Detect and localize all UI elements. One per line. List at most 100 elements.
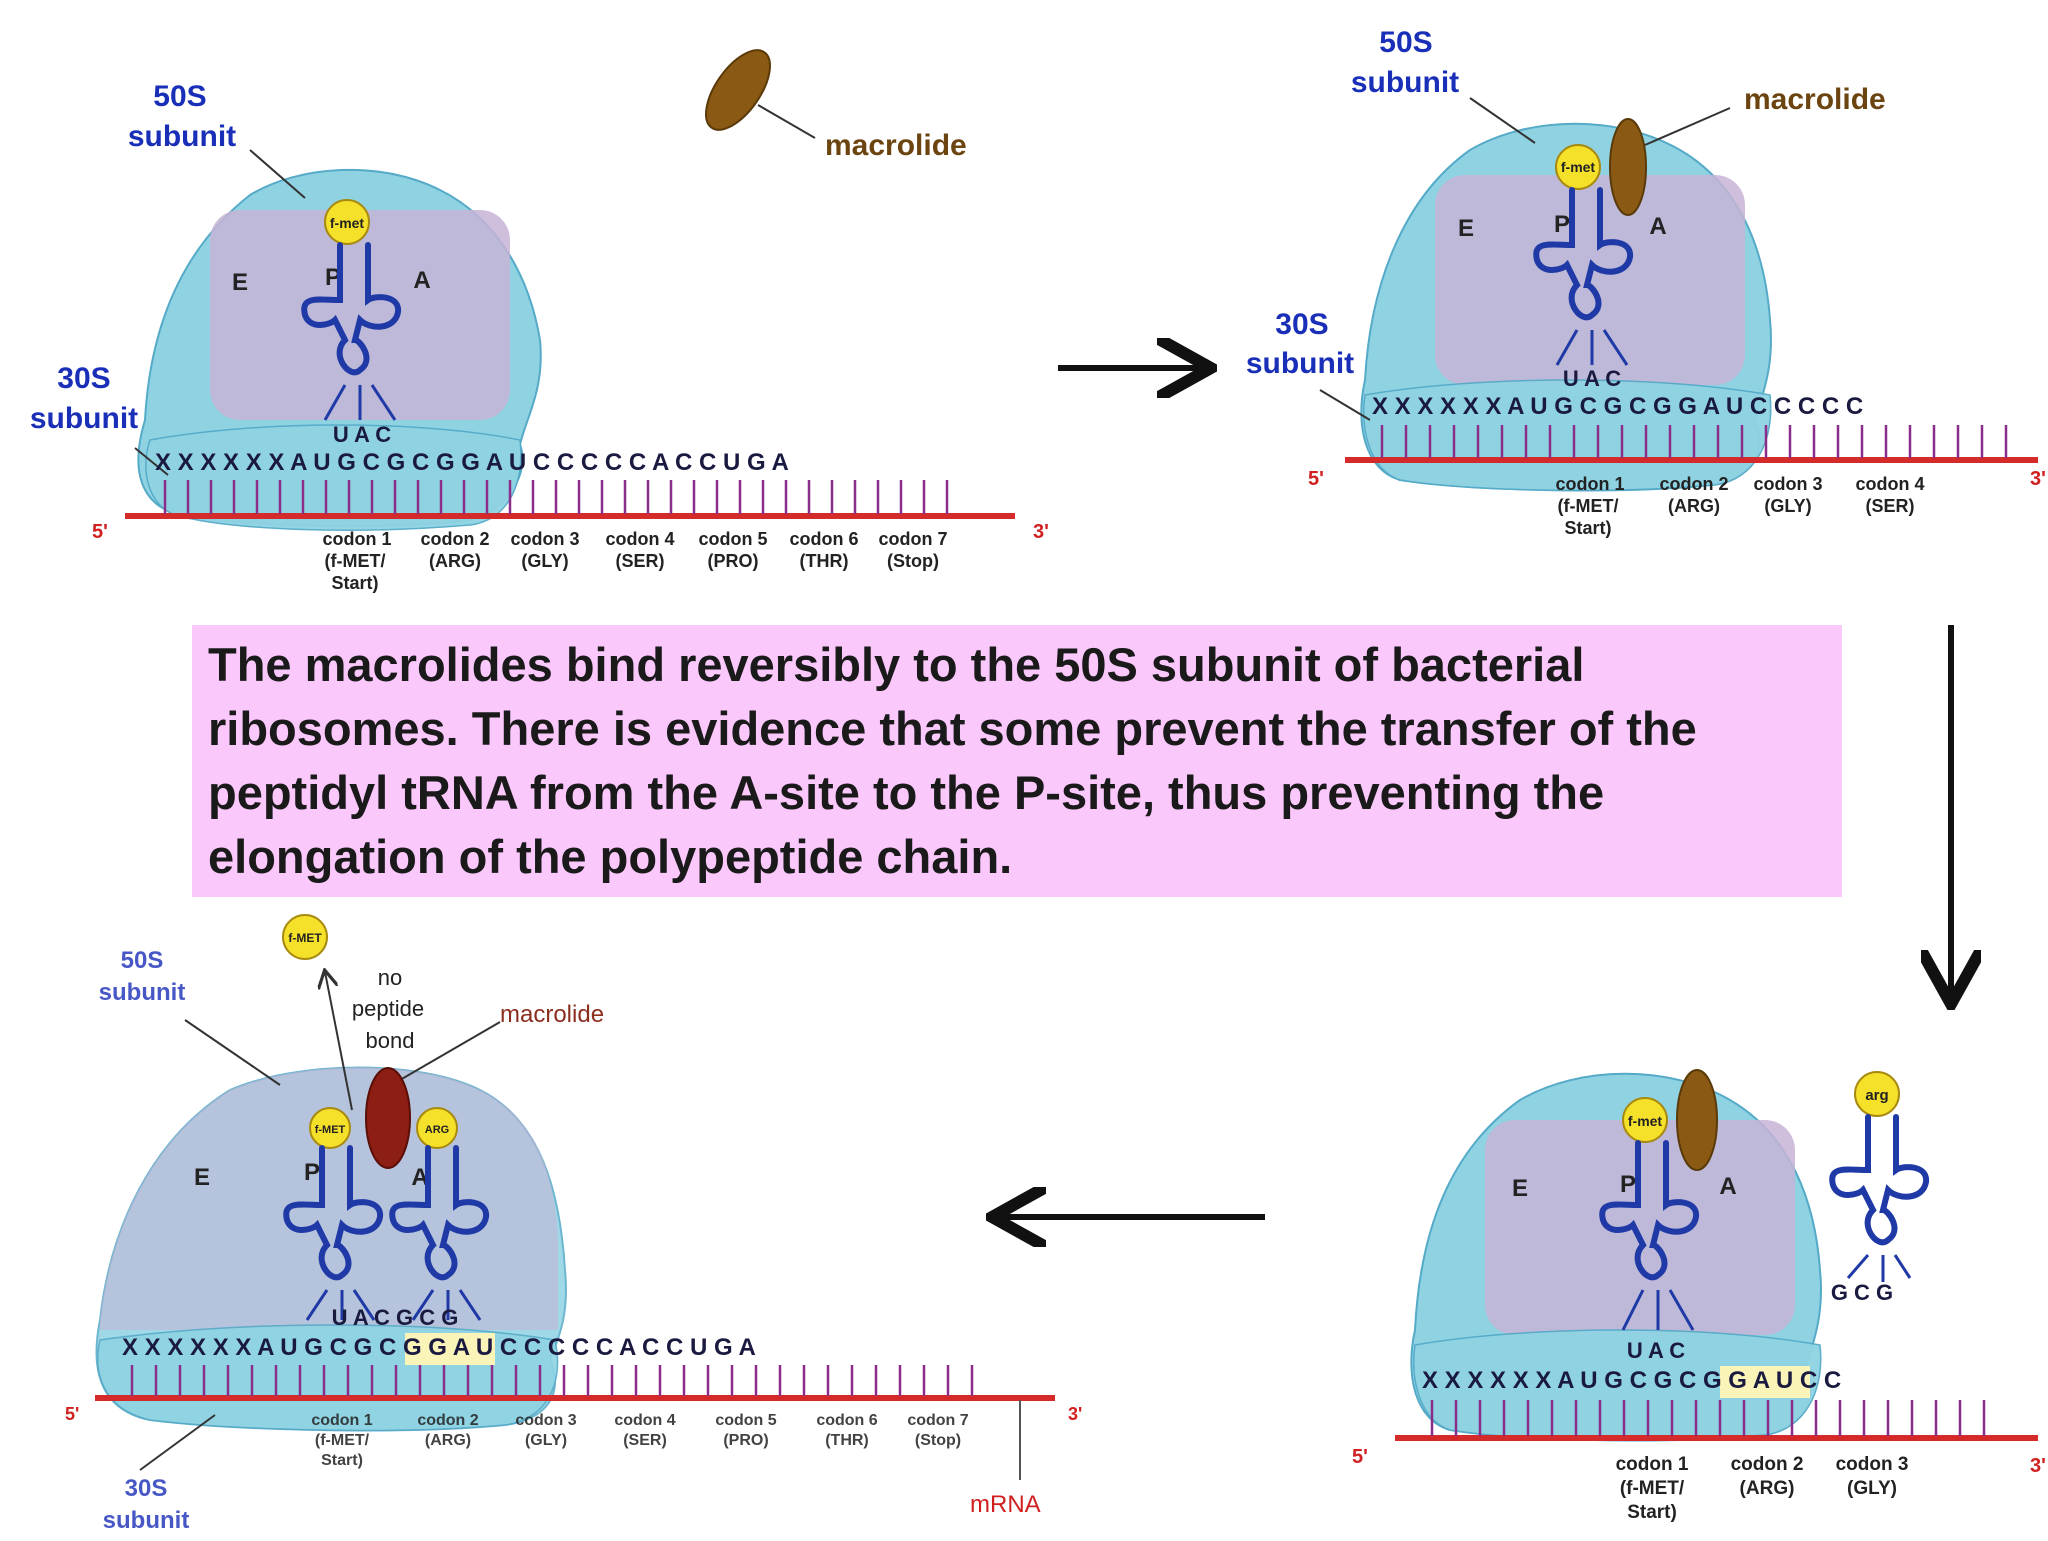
svg-text:(f-MET/: (f-MET/: [325, 551, 386, 571]
codon-labels-3: codon 1 (f-MET/ Start) codon 2 (ARG) cod…: [1616, 1454, 1909, 1523]
codon-labels-1: codon 1 (f-MET/ Start) codon 2 (ARG) cod…: [322, 529, 947, 593]
five-prime-2: 5': [1308, 468, 1324, 490]
svg-text:(f-MET/: (f-MET/: [1558, 496, 1619, 516]
svg-text:codon 3: codon 3: [1836, 1454, 1909, 1475]
svg-text:codon 4: codon 4: [614, 1412, 675, 1429]
anticodon-uac-2: U A C: [1563, 366, 1621, 391]
three-prime-4: 3': [1068, 1404, 1082, 1424]
macrolide-label-1: macrolide: [825, 129, 967, 162]
label-50s-line2-2: subunit: [1351, 66, 1459, 99]
svg-text:codon 2: codon 2: [417, 1412, 478, 1429]
svg-text:(GLY): (GLY): [1764, 496, 1811, 516]
svg-text:(ARG): (ARG): [1740, 1478, 1795, 1499]
mrna-label: mRNA: [970, 1491, 1041, 1518]
svg-text:(PRO): (PRO): [723, 1432, 768, 1449]
codon-labels-2: codon 1 (f-MET/ Start) codon 2 (ARG) cod…: [1555, 474, 1924, 538]
svg-text:codon 7: codon 7: [907, 1412, 968, 1429]
site-p-label-3: P: [1620, 1171, 1636, 1198]
label-30s-line1-2: 30S: [1275, 308, 1328, 341]
trna-fmet-3: f-met: [1599, 1097, 1699, 1331]
no-peptide-line1: no: [378, 965, 402, 990]
svg-text:codon 2: codon 2: [420, 529, 489, 549]
label-50s-line1-4: 50S: [121, 947, 164, 974]
mrna-strand-2: [1345, 425, 2038, 463]
svg-text:(PRO): (PRO): [708, 551, 759, 571]
svg-text:codon 5: codon 5: [715, 1412, 776, 1429]
label-50s-line2: subunit: [128, 120, 236, 153]
pointer-50s-2: [1469, 97, 1536, 144]
mrna-strand-4: [95, 1365, 1055, 1401]
macrolide-molecule-1: [705, 49, 771, 131]
svg-text:codon 3: codon 3: [1753, 474, 1822, 494]
svg-text:f-met: f-met: [1628, 1113, 1663, 1129]
svg-text:(Stop): (Stop): [887, 551, 939, 571]
trna-arg: arg: [1829, 1071, 1929, 1282]
pointer-macrolide-1: [757, 104, 816, 139]
svg-text:codon 6: codon 6: [816, 1412, 877, 1429]
mrna-sequence-4: X X X X X X A U G C G C G G A U C C C C …: [122, 1334, 756, 1361]
svg-text:(THR): (THR): [825, 1432, 869, 1449]
svg-text:(Stop): (Stop): [915, 1432, 961, 1449]
site-p-label-4: P: [304, 1159, 320, 1186]
site-a-label-4: A: [411, 1164, 428, 1191]
svg-text:codon 4: codon 4: [1855, 474, 1924, 494]
svg-text:f-met: f-met: [1561, 159, 1596, 175]
svg-text:(GLY): (GLY): [525, 1432, 567, 1449]
no-peptide-line3: bond: [366, 1028, 415, 1053]
svg-text:f-MET: f-MET: [315, 1124, 346, 1136]
pointer-50s: [249, 149, 306, 199]
label-30s-line1: 30S: [57, 362, 110, 395]
site-a-label-2: A: [1649, 213, 1666, 240]
site-a-label: A: [413, 267, 430, 294]
anticodon-gcg-3: G C G: [1831, 1280, 1893, 1305]
svg-text:(ARG): (ARG): [1668, 496, 1720, 516]
pointer-macrolide-4: [399, 1021, 501, 1081]
pointer-30s-4: [139, 1414, 216, 1471]
svg-text:codon 4: codon 4: [605, 529, 674, 549]
three-prime-3: 3': [2030, 1455, 2046, 1477]
svg-text:codon 1: codon 1: [311, 1412, 372, 1429]
panel-4: 50S subunit f-MET no peptide bond macrol…: [65, 914, 1082, 1534]
pointer-30s: [134, 447, 169, 476]
site-p-label-2: P: [1554, 211, 1570, 238]
svg-text:codon 2: codon 2: [1731, 1454, 1804, 1475]
macrolide-molecule-2: [1609, 118, 1647, 216]
label-30s-line2-4: subunit: [103, 1507, 190, 1534]
mrna-sequence-1: X X X X X X A U G C G C G G A U C C C C …: [155, 449, 789, 476]
svg-text:(GLY): (GLY): [521, 551, 568, 571]
svg-text:codon 6: codon 6: [789, 529, 858, 549]
site-e-label-3: E: [1512, 1175, 1528, 1202]
svg-text:(f-MET/: (f-MET/: [315, 1432, 370, 1449]
mrna-strand-1: [125, 480, 1015, 519]
svg-text:ARG: ARG: [425, 1124, 449, 1136]
five-prime-1: 5': [92, 521, 108, 543]
svg-text:codon 1: codon 1: [322, 529, 391, 549]
site-e-label-4: E: [194, 1164, 210, 1191]
highlight-codon-2-4: [405, 1333, 495, 1365]
panel-3: E P A f-met arg G C G U A C X X X X X X …: [1352, 1069, 2046, 1523]
svg-text:(SER): (SER): [616, 551, 665, 571]
trna-fmet-2: f-met: [1533, 144, 1633, 366]
site-e-label-2: E: [1458, 215, 1474, 242]
svg-text:codon 5: codon 5: [698, 529, 767, 549]
site-a-label-3: A: [1719, 1173, 1736, 1200]
anticodon-uac-1: U A C: [333, 422, 391, 447]
macrolide-label-2: macrolide: [1744, 83, 1886, 116]
macrolide-molecule-3: [1676, 1069, 1718, 1171]
svg-text:codon 7: codon 7: [878, 529, 947, 549]
five-prime-3: 5': [1352, 1446, 1368, 1468]
trna-fmet-4: f-MET: [283, 1107, 383, 1321]
anticodon-uac-3: U A C: [1627, 1338, 1685, 1363]
svg-text:codon 1: codon 1: [1555, 474, 1624, 494]
label-30s-line1-4: 30S: [125, 1475, 168, 1502]
pointer-macrolide-2: [1644, 107, 1731, 146]
label-50s-line2-4: subunit: [99, 979, 186, 1006]
svg-text:(SER): (SER): [1866, 496, 1915, 516]
svg-text:Start): Start): [1564, 518, 1611, 538]
svg-text:(THR): (THR): [800, 551, 849, 571]
mrna-strand-3: [1395, 1400, 2038, 1441]
svg-text:codon 3: codon 3: [510, 529, 579, 549]
label-50s-line1: 50S: [153, 80, 206, 113]
svg-text:(f-MET/: (f-MET/: [1620, 1478, 1685, 1499]
